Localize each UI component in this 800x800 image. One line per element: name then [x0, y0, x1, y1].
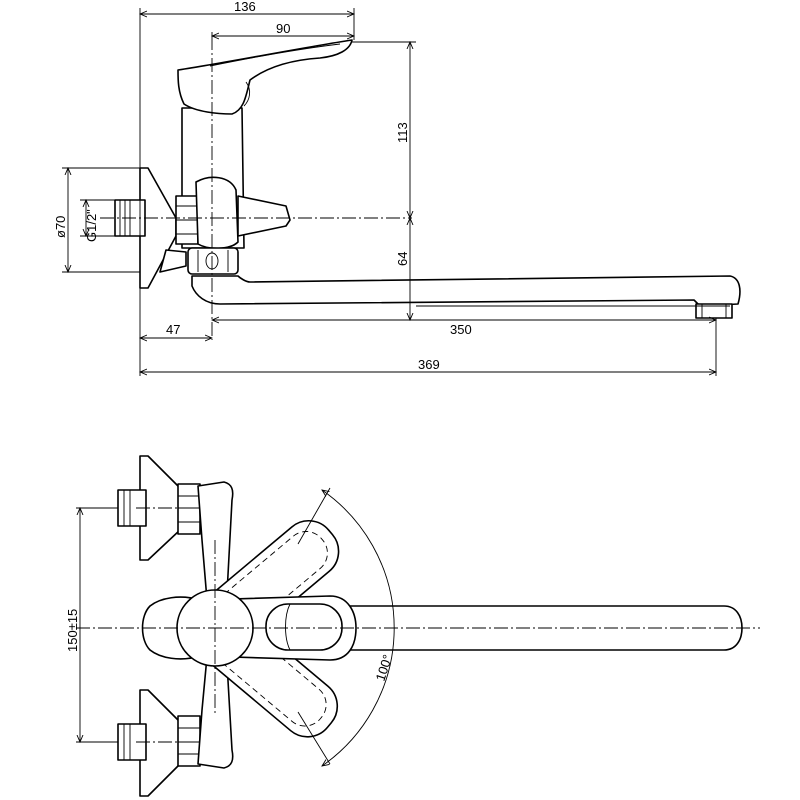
- shower-outlet: [159, 249, 187, 273]
- angle-arc: [322, 490, 395, 766]
- dim-90: 90: [276, 21, 290, 36]
- dim-136: 136: [234, 0, 256, 14]
- spout-swivel: [187, 247, 239, 275]
- dim-350: 350: [450, 322, 472, 337]
- spout: [191, 275, 741, 307]
- side-view: 136 90 113 64 ø70 G1/2" 47 350 369: [53, 0, 741, 376]
- lever-slot: [265, 603, 343, 651]
- dim-thread: G1/2": [84, 209, 99, 242]
- dim-113: 113: [395, 122, 410, 143]
- dim-diameter-70: ø70: [53, 216, 68, 238]
- dim-47: 47: [166, 322, 180, 337]
- dim-100-degrees: 100°: [373, 653, 396, 683]
- dim-150: 150±15: [65, 609, 80, 652]
- dim-369: 369: [418, 357, 440, 372]
- diverter-knob: [195, 176, 239, 250]
- top-view: 150±15 100°: [65, 455, 760, 797]
- lever-handle: [177, 39, 353, 115]
- dim-64: 64: [395, 252, 410, 266]
- upper-nut: [177, 483, 201, 535]
- lower-nut: [177, 715, 201, 767]
- diverter-lever: [237, 195, 291, 237]
